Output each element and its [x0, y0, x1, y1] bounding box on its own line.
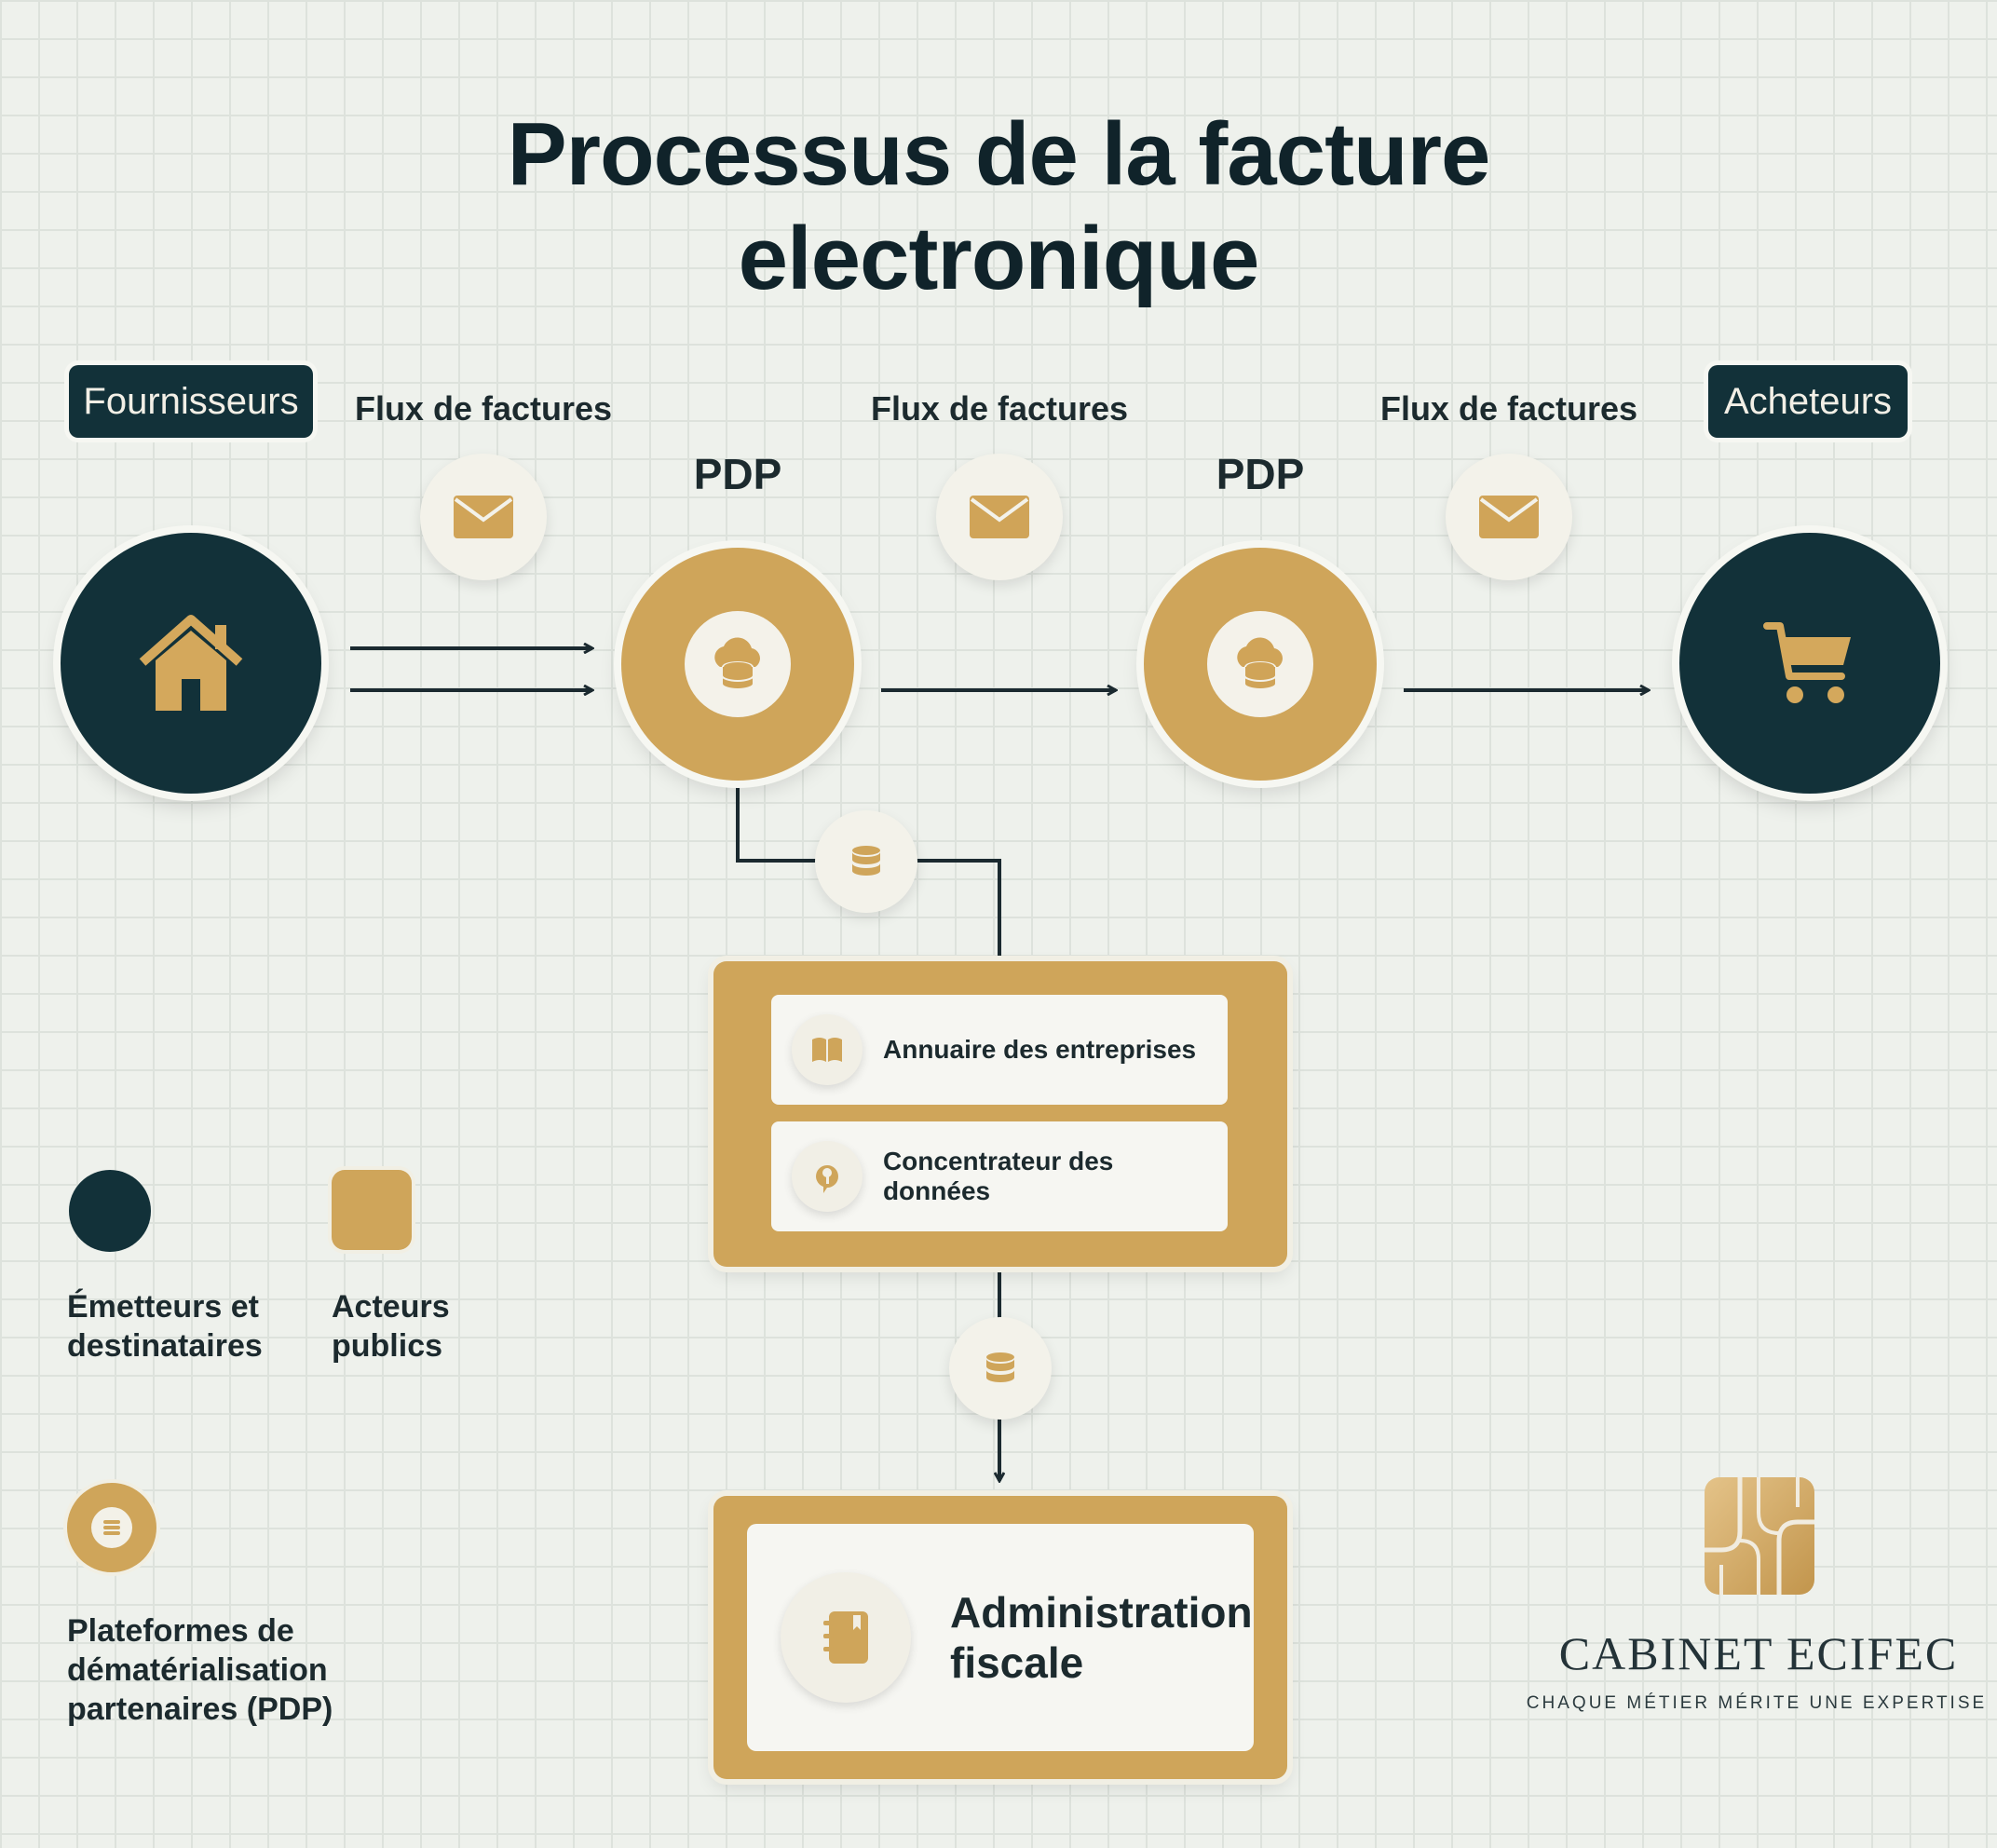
book-icon	[812, 1038, 842, 1062]
flow-label-2: Flux de factures	[870, 389, 1129, 428]
tax-label-line-2: fiscale	[950, 1638, 1084, 1687]
page-title: Processus de la facture electronique	[0, 102, 1997, 311]
brand-name: CABINET ECIFEC	[1558, 1627, 1959, 1679]
tax-administration-label: Administration fiscale	[950, 1587, 1253, 1688]
data-transfer-node-2	[949, 1317, 1052, 1420]
legend-public-label: Acteurs publics	[332, 1287, 450, 1366]
legend-emitters-line-2: destinataires	[67, 1328, 263, 1364]
pdp-node-2	[1144, 548, 1377, 781]
tax-administration-box: Administration fiscale	[713, 1496, 1287, 1779]
flow-envelope-3	[1446, 454, 1572, 580]
house-icon	[139, 615, 243, 711]
legend-gold-swatch	[332, 1170, 412, 1250]
pdp-node-1	[621, 548, 854, 781]
cloud-database-icon	[1237, 637, 1283, 690]
database-icon	[103, 1520, 120, 1535]
envelope-icon	[454, 496, 513, 538]
legend-pdp-label: Plateformes de dématérialisation partena…	[67, 1611, 333, 1729]
legend-pdp-line-2: dématérialisation	[67, 1652, 328, 1688]
directory-label: Annuaire des entreprises	[883, 1035, 1197, 1064]
buyer-node	[1679, 533, 1940, 794]
public-item-directory: Annuaire des entreprises	[771, 995, 1228, 1105]
legend-public-line-1: Acteurs	[332, 1289, 450, 1325]
legend-public-line-2: publics	[332, 1328, 443, 1364]
notebook-icon	[823, 1611, 868, 1664]
directory-icon-badge	[792, 1014, 863, 1085]
flow-envelope-1	[420, 454, 547, 580]
public-actors-box: Annuaire des entreprises Concentrateur d…	[713, 961, 1287, 1267]
database-icon	[986, 1352, 1014, 1382]
shopping-cart-icon	[1763, 622, 1851, 703]
cloud-database-icon	[714, 637, 760, 690]
title-line-2: electronique	[738, 209, 1260, 308]
legend-pdp-line-3: partenaires (PDP)	[67, 1692, 333, 1727]
tax-administration-panel: Administration fiscale	[747, 1524, 1254, 1751]
title-line-1: Processus de la facture	[507, 104, 1491, 204]
data-pin-icon	[815, 1165, 838, 1193]
envelope-icon	[1479, 496, 1539, 538]
data-hub-icon-badge	[792, 1141, 863, 1212]
legend-emitters-label: Émetteurs et destinataires	[67, 1287, 263, 1366]
legend-emitters-line-1: Émetteurs et	[67, 1289, 259, 1325]
flow-envelope-2	[936, 454, 1063, 580]
envelope-icon	[970, 496, 1029, 538]
data-transfer-node-1	[815, 810, 917, 913]
pdp-label-1: PDP	[693, 450, 782, 498]
tax-icon-badge	[781, 1572, 911, 1703]
pdp-node-inner	[1207, 611, 1313, 717]
flow-label-1: Flux de factures	[354, 389, 613, 428]
brand-tagline: CHAQUE MÉTIER MÉRITE UNE EXPERTISE	[1526, 1693, 1988, 1713]
database-icon	[852, 846, 880, 876]
legend-pdp-swatch	[67, 1483, 156, 1572]
tax-label-line-1: Administration	[950, 1588, 1253, 1637]
legend-dark-swatch	[69, 1170, 151, 1252]
legend-pdp-line-1: Plateformes de	[67, 1613, 294, 1649]
suppliers-badge: Fournisseurs	[69, 365, 313, 438]
data-hub-label: Concentrateur des données	[882, 1147, 1114, 1205]
brand-logo-icon	[1705, 1477, 1814, 1595]
legend-pdp-swatch-inner	[91, 1507, 132, 1548]
pdp-node-inner	[685, 611, 791, 717]
supplier-node	[61, 533, 321, 794]
flow-label-3: Flux de factures	[1379, 389, 1638, 428]
public-item-data-hub: Concentrateur des données	[771, 1121, 1228, 1231]
pdp-label-2: PDP	[1216, 450, 1305, 498]
buyers-badge: Acheteurs	[1708, 365, 1908, 438]
